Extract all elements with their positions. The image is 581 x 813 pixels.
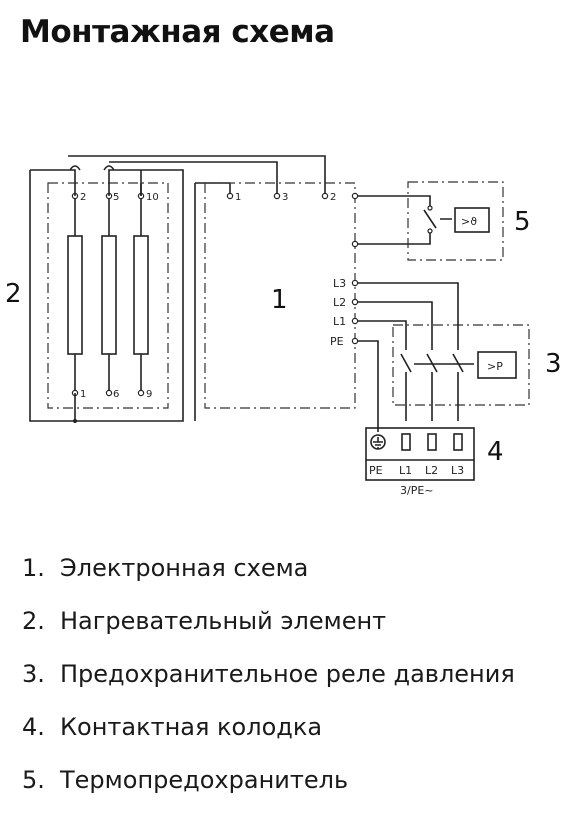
callout-4: 4 bbox=[487, 437, 504, 467]
legend-text: Термопредохранитель bbox=[60, 766, 349, 794]
electronic-board-boundary bbox=[204, 182, 356, 409]
fuse-icon bbox=[401, 433, 411, 451]
legend-text: Нагревательный элемент bbox=[60, 607, 387, 635]
board-top-pins: 1 3 2 bbox=[226, 192, 336, 203]
board-side-terminals: L3 L2 L1 PE bbox=[330, 192, 359, 348]
legend-number: 5. bbox=[22, 766, 45, 794]
supply-label: 3/PE~ bbox=[400, 484, 434, 497]
heater-bottom-pins: 1 6 9 bbox=[71, 389, 152, 400]
legend-list: 1. Электронная схема 2. Нагревательный эле… bbox=[22, 548, 515, 813]
legend-item: 2. Нагревательный элемент bbox=[22, 601, 515, 654]
pressure-relay-wiring bbox=[358, 282, 474, 421]
legend-text: Электронная схема bbox=[60, 554, 309, 582]
legend-number: 4. bbox=[22, 713, 45, 741]
callout-3: 3 bbox=[545, 349, 562, 379]
heater-rod bbox=[67, 235, 83, 355]
thermal-fuse-boundary bbox=[407, 181, 504, 261]
heater-elements bbox=[67, 196, 149, 393]
pin-label: 2 bbox=[330, 192, 336, 203]
terminal-label-l3: L3 bbox=[333, 277, 346, 290]
pin-label: 2 bbox=[80, 192, 86, 203]
thermo-symbol: >ϑ bbox=[461, 215, 477, 228]
thermo-sensor-box bbox=[454, 207, 490, 233]
thermal-fuse-wiring bbox=[358, 195, 452, 245]
pin-label: 5 bbox=[113, 192, 119, 203]
legend-item: 5. Термопредохранитель bbox=[22, 760, 515, 813]
pressure-relay-boundary bbox=[392, 324, 530, 406]
legend-text: Контактная колодка bbox=[60, 713, 323, 741]
heater-rod bbox=[133, 235, 149, 355]
pin-label: 1 bbox=[80, 389, 86, 400]
pin-label: 10 bbox=[146, 192, 159, 203]
pressure-sensor-box bbox=[477, 351, 517, 379]
legend-item: 4. Контактная колодка bbox=[22, 707, 515, 760]
terminal-label: L3 bbox=[451, 464, 464, 477]
pin-label: 3 bbox=[282, 192, 288, 203]
terminal-label-l1: L1 bbox=[333, 315, 346, 328]
legend-item: 1. Электронная схема bbox=[22, 548, 515, 601]
legend-item: 3. Предохранительное реле давления bbox=[22, 654, 515, 707]
fuse-icon bbox=[453, 433, 463, 451]
terminal-label: PE bbox=[369, 464, 383, 477]
callout-1: 1 bbox=[271, 285, 288, 315]
page-title: Монтажная схема bbox=[20, 14, 335, 50]
terminal-label-l2: L2 bbox=[333, 296, 346, 309]
pin-label: 6 bbox=[113, 389, 119, 400]
terminal-label: L1 bbox=[399, 464, 412, 477]
terminal-label-pe: PE bbox=[330, 335, 344, 348]
pin-label: 9 bbox=[146, 389, 152, 400]
legend-number: 1. bbox=[22, 554, 45, 582]
callout-5: 5 bbox=[514, 207, 531, 237]
fuse-icon bbox=[427, 433, 437, 451]
terminal-block bbox=[365, 427, 475, 481]
pressure-symbol: >P bbox=[487, 360, 503, 373]
terminal-label: L2 bbox=[425, 464, 438, 477]
legend-number: 3. bbox=[22, 660, 45, 688]
legend-number: 2. bbox=[22, 607, 45, 635]
heater-boundary bbox=[47, 182, 169, 409]
earth-icon bbox=[370, 434, 386, 450]
heater-top-pins: 2 5 10 bbox=[71, 192, 159, 203]
callout-2: 2 bbox=[5, 279, 22, 309]
heater-rod bbox=[101, 235, 117, 355]
pin-label: 1 bbox=[235, 192, 241, 203]
wiring-diagram: 2 5 10 1 6 9 1 3 2 L3 L2 L1 PE >ϑ bbox=[5, 155, 562, 497]
legend-text: Предохранительное реле давления bbox=[60, 660, 515, 688]
